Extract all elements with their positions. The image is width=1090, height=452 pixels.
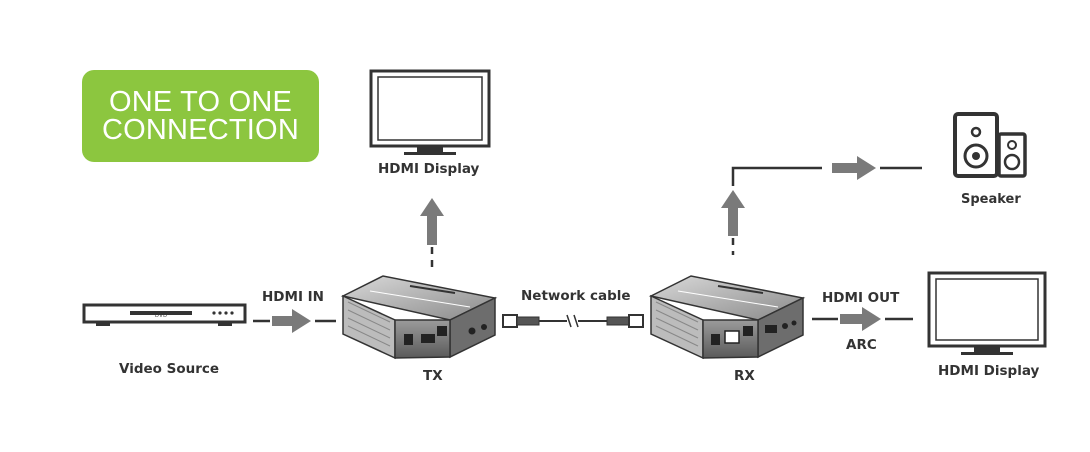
network-cable-icon [502,314,644,328]
dvd-player-icon [82,303,247,326]
rx-extender-device [648,275,806,360]
arrow-hdmi-out [812,307,913,331]
arrow-hdmi-in [253,309,336,333]
label-hdmi-out: HDMI OUT [822,290,900,306]
right-hdmi-display-icon [927,271,1047,355]
speaker-icon [953,112,1027,178]
label-speaker: Speaker [961,192,1021,207]
top-hdmi-display-icon [369,69,491,155]
label-hdmi-in: HDMI IN [262,289,324,305]
label-arc: ARC [846,337,877,353]
label-video-source: Video Source [119,361,220,377]
label-network-cable: Network cable [521,288,631,304]
label-hdmi-display-right: HDMI Display [938,363,1040,379]
arrow-tx-to-display [420,198,444,270]
badge-line-2: CONNECTION [102,114,299,146]
label-tx: TX [423,368,443,384]
label-hdmi-display-top: HDMI Display [378,161,480,177]
tx-extender-device [340,275,498,360]
label-rx: RX [734,368,755,384]
badge-line-1: ONE TO ONE [108,86,293,118]
dvd-logo-text: DVD [155,313,168,319]
arrow-rx-to-speaker [721,156,922,255]
title-badge: ONE TO ONE CONNECTION [82,70,319,162]
